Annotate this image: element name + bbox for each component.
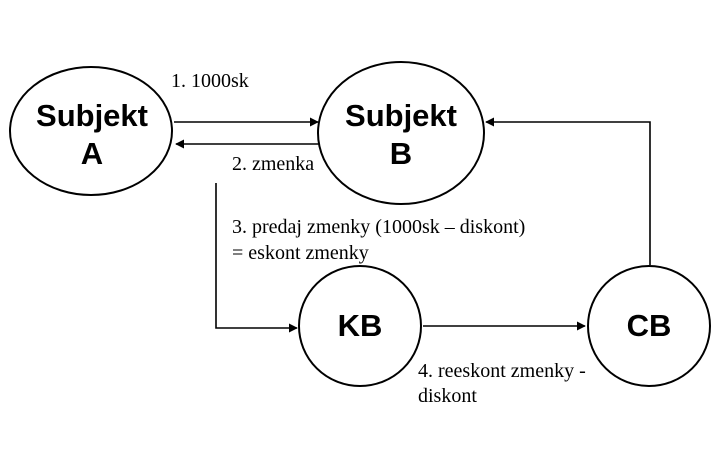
node-subjekt-b-line1: Subjekt [345, 98, 457, 133]
node-subjekt-a-line2: A [81, 136, 103, 171]
node-cb: CB [587, 265, 711, 387]
node-cb-label: CB [627, 308, 672, 343]
edge-payment-label: 1. 1000sk [171, 70, 249, 92]
edge-sale-label-line2: = eskont zmenky [232, 242, 369, 264]
edge-rediscount-label-line2: diskont [418, 385, 477, 407]
edge-rediscount-label-line1: 4. reeskont zmenky - [418, 360, 586, 382]
edge-sale-arrow [215, 183, 298, 333]
edge-cb-to-b-arrow [485, 117, 651, 265]
node-subjekt-b: Subjekt B [317, 61, 485, 205]
node-subjekt-b-line2: B [390, 136, 412, 171]
edge-sale-label-line1: 3. predaj zmenky (1000sk – diskont) [232, 216, 525, 238]
edge-bill-label: 2. zmenka [232, 153, 314, 175]
node-kb: KB [298, 265, 422, 387]
node-kb-label: KB [338, 308, 383, 343]
node-subjekt-a: Subjekt A [9, 66, 173, 196]
node-subjekt-a-line1: Subjekt [36, 98, 148, 133]
